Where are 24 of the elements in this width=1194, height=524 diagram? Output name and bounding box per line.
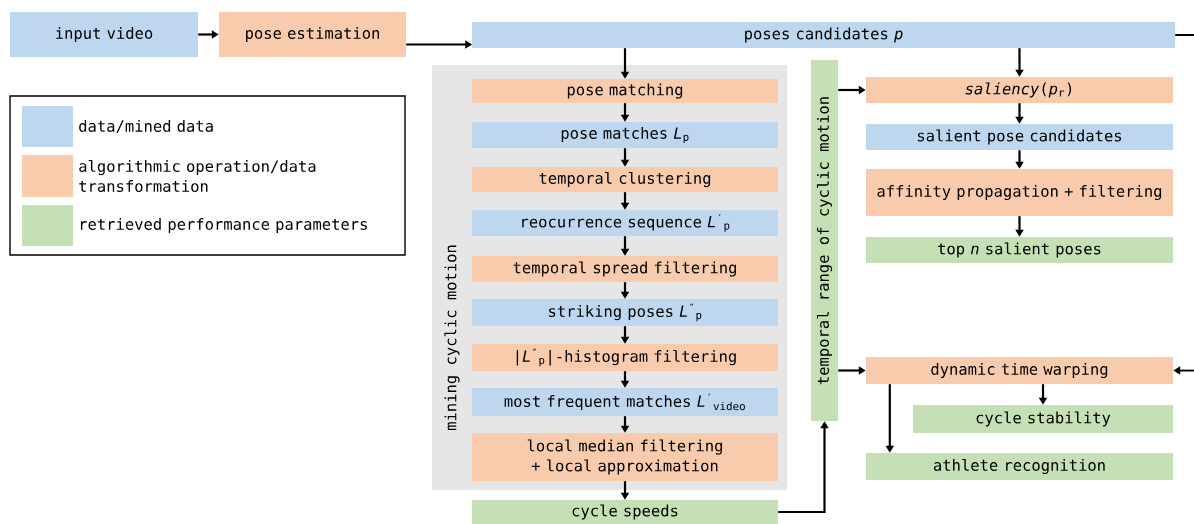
process-box: dynamic time warping (866, 357, 1173, 384)
process-box: local median filtering + local approximation (472, 433, 778, 481)
process-box: saliency(p$_{r}$) (866, 77, 1173, 103)
process-box: athlete recognition (866, 453, 1173, 480)
process-box: striking poses L$^{″}$p (472, 299, 778, 326)
legend-text: retrieved performance parameters (80, 218, 367, 233)
process-box: input video (10, 12, 198, 57)
process-box: pose matching (472, 79, 778, 103)
process-box: poses candidates p (472, 22, 1175, 48)
process-box: most frequent matches L$^{′}$video (472, 388, 778, 416)
process-box: pose matches L$_{p}$ (472, 122, 778, 148)
process-box: cycle stability (913, 405, 1173, 433)
process-box: temporal spread filtering (472, 256, 778, 282)
process-box: temporal clustering (472, 167, 778, 192)
process-box: pose estimation (219, 12, 406, 57)
legend-text: algorithmic operation/data transformation (79, 159, 316, 193)
process-box: reocurrence sequence L$^{′}$p (472, 210, 778, 236)
process-box: cycle speeds (472, 500, 778, 524)
process-box: |L$^{″}$$_{p}$|-histogram filtering (472, 344, 778, 371)
process-box: affinity propagation + filtering (866, 169, 1173, 216)
legend-text: data/mined data (79, 119, 213, 134)
process-box: salient pose candidates (866, 124, 1173, 150)
process-box: top n salient poses (866, 237, 1173, 263)
vertical-bar: temporal range of cyclic motion (811, 60, 838, 421)
